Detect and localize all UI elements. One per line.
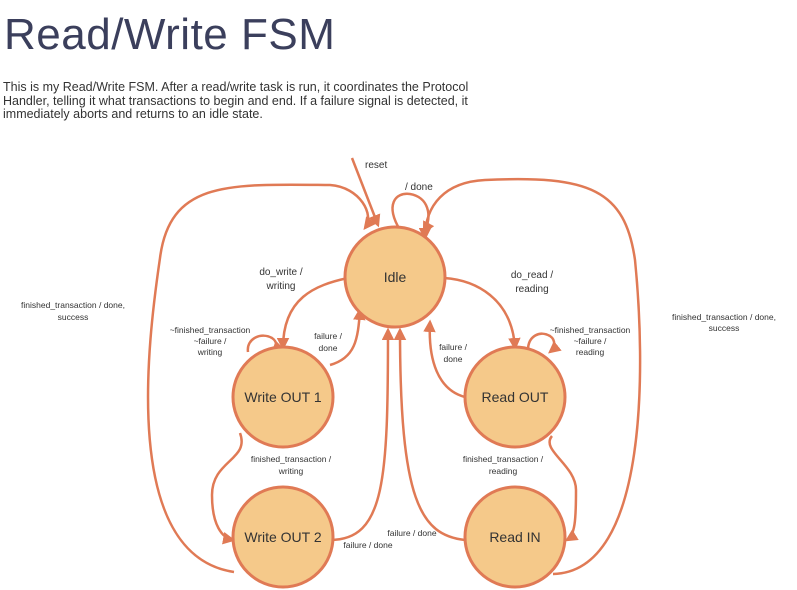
state-write-out-1-label: Write OUT 1	[244, 389, 321, 405]
edge-write-out-2-to-idle	[329, 327, 395, 542]
read-out-to-in-label-1: finished_transaction /	[463, 454, 544, 464]
read-in-success-label-1: finished_transaction / done,	[672, 312, 776, 322]
reset-label: reset	[365, 160, 387, 171]
state-idle-label: Idle	[384, 269, 407, 285]
read-out-to-in-label-2: reading	[489, 466, 518, 476]
state-idle	[343, 225, 447, 329]
idle-self-label: / done	[405, 182, 433, 193]
edge-read-in-to-idle	[393, 327, 466, 542]
state-write-out-2-label: Write OUT 2	[244, 529, 321, 545]
read-in-failure-label: failure / done	[387, 528, 436, 538]
state-write-out-2	[231, 485, 335, 589]
state-read-out	[463, 345, 567, 449]
edge-write-out-2-to-idle-success	[146, 183, 377, 574]
write-out-1-to-2-label-1: finished_transaction /	[251, 454, 332, 464]
state-read-in-label: Read IN	[489, 529, 540, 545]
edge-write-out-1-to-idle	[329, 307, 366, 367]
write-out-2-success-label-1: finished_transaction / done,	[21, 300, 125, 310]
reset-arrow	[350, 157, 381, 228]
read-out-failure-label-1: failure /	[439, 342, 468, 352]
state-read-in	[463, 485, 567, 589]
write-out-1-self-label-1: ~finished_transaction	[170, 325, 251, 335]
do-write-label-1: do_write /	[259, 267, 303, 278]
page-title: Read/Write FSM	[4, 10, 336, 59]
read-out-failure-label-2: done	[444, 354, 463, 364]
read-out-self-label-3: reading	[576, 347, 605, 357]
edge-read-in-to-idle-success	[418, 177, 642, 576]
edge-idle-to-read-out	[443, 276, 521, 351]
write-out-1-failure-label-1: failure /	[314, 331, 343, 341]
edge-write-out-1-to-write-out-2	[210, 432, 243, 545]
read-out-self-label-1: ~finished_transaction	[550, 325, 631, 335]
write-out-2-failure-label: failure / done	[343, 540, 392, 550]
write-out-2-success-label-2: success	[58, 312, 89, 322]
edge-read-out-to-read-in	[548, 435, 579, 542]
write-out-1-self-label-2: ~failure /	[194, 336, 227, 346]
edge-read-out-self	[526, 332, 562, 354]
edge-read-out-to-idle	[423, 319, 466, 399]
read-out-self-label-2: ~failure /	[574, 336, 607, 346]
do-read-label-1: do_read /	[511, 270, 553, 281]
read-in-success-label-2: success	[709, 323, 740, 333]
do-write-label-2: writing	[266, 281, 296, 292]
do-read-label-2: reading	[515, 284, 548, 295]
state-write-out-1	[231, 345, 335, 449]
write-out-1-failure-label-2: done	[319, 343, 338, 353]
state-read-out-label: Read OUT	[482, 389, 549, 405]
page-description: This is my Read/Write FSM. After a read/…	[3, 80, 469, 121]
edge-idle-to-write-out-1	[276, 276, 349, 351]
write-out-1-to-2-label-2: writing	[278, 466, 304, 476]
write-out-1-self-label-3: writing	[197, 347, 223, 357]
